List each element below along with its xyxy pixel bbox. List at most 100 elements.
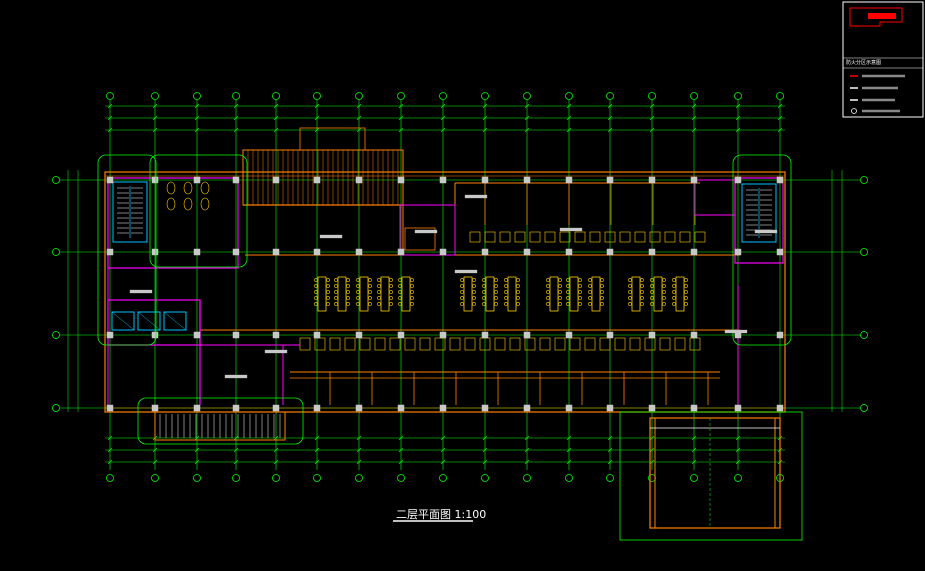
dimension-tick (777, 115, 783, 121)
dimension-tick (566, 435, 572, 441)
dimension-tick (735, 447, 741, 453)
column (734, 176, 742, 184)
axis-bubble (397, 474, 405, 482)
desk (509, 337, 521, 351)
desk (389, 337, 401, 351)
desk (314, 337, 326, 351)
stool (566, 296, 570, 300)
column (355, 404, 363, 412)
dimension-tick (107, 435, 113, 441)
dimension-tick (152, 115, 158, 121)
column (481, 404, 489, 412)
room-label-mark (754, 229, 778, 234)
fire-zone-outline (732, 154, 792, 346)
column (232, 331, 240, 339)
dimension-tick (273, 115, 279, 121)
stool (628, 302, 632, 306)
column (232, 404, 240, 412)
dimension-tick (777, 127, 783, 133)
stool (472, 302, 476, 306)
column (690, 331, 698, 339)
dimension-tick (194, 447, 200, 453)
lab-bench (631, 276, 641, 312)
column (193, 331, 201, 339)
stool (334, 296, 338, 300)
dimension-tick (314, 447, 320, 453)
dimension-tick (566, 447, 572, 453)
column (734, 248, 742, 256)
dimension-tick (607, 115, 613, 121)
dimension-tick (482, 447, 488, 453)
dimension-tick (440, 459, 446, 465)
dimension-tick (107, 103, 113, 109)
annex-frame (649, 417, 781, 529)
dimension-tick (314, 103, 320, 109)
axis-grid (52, 92, 868, 482)
toilet-fixture (183, 181, 193, 195)
desk (649, 231, 661, 243)
dimension-tick (524, 115, 530, 121)
column (355, 176, 363, 184)
stool (472, 284, 476, 288)
stool (672, 296, 676, 300)
legend-title: 防火分区示意图 (846, 59, 881, 66)
dimension-tick (233, 459, 239, 465)
column (648, 404, 656, 412)
stool (588, 278, 592, 282)
dimension-tick (440, 103, 446, 109)
column (481, 248, 489, 256)
column (106, 331, 114, 339)
annex-boundary (619, 411, 803, 541)
stool (472, 296, 476, 300)
stool (650, 290, 654, 294)
column (690, 176, 698, 184)
column (193, 248, 201, 256)
axis-bubble (272, 92, 280, 100)
axis-bubble (52, 176, 60, 184)
stool (494, 284, 498, 288)
dimension-tick (273, 447, 279, 453)
desk (329, 337, 341, 351)
elevator-car (137, 311, 161, 331)
column (481, 176, 489, 184)
dimension-tick (233, 127, 239, 133)
stool (314, 296, 318, 300)
desk (539, 337, 551, 351)
room-label-mark (559, 227, 583, 232)
axis-bubble (734, 92, 742, 100)
dimension-tick (273, 459, 279, 465)
dimension-tick (107, 459, 113, 465)
dimension-tick (398, 115, 404, 121)
column (690, 248, 698, 256)
stool (482, 302, 486, 306)
column (313, 176, 321, 184)
axis-bubble (193, 92, 201, 100)
fire-zone-legend: 防火分区示意图 (842, 1, 924, 118)
stair-west (112, 181, 148, 243)
dimension-tick (649, 103, 655, 109)
stool (640, 302, 644, 306)
stool (410, 290, 414, 294)
stool (346, 284, 350, 288)
axis-bubble (151, 474, 159, 482)
elevator-diagonal (137, 311, 161, 331)
dimension-tick (607, 127, 613, 133)
stool (516, 278, 520, 282)
column (734, 404, 742, 412)
stool (494, 290, 498, 294)
dimension-tick (607, 103, 613, 109)
stool (314, 284, 318, 288)
column (776, 404, 784, 412)
lab-bench (675, 276, 685, 312)
stool (334, 284, 338, 288)
axis-bubble (272, 474, 280, 482)
stool (460, 296, 464, 300)
dimension-tick (566, 127, 572, 133)
room-label-mark (464, 194, 488, 199)
stool (640, 284, 644, 288)
legend-items (850, 74, 905, 114)
dimension-tick (398, 127, 404, 133)
dimension-tick (314, 115, 320, 121)
toilet-fixture (166, 181, 176, 195)
axis-bubble (232, 474, 240, 482)
